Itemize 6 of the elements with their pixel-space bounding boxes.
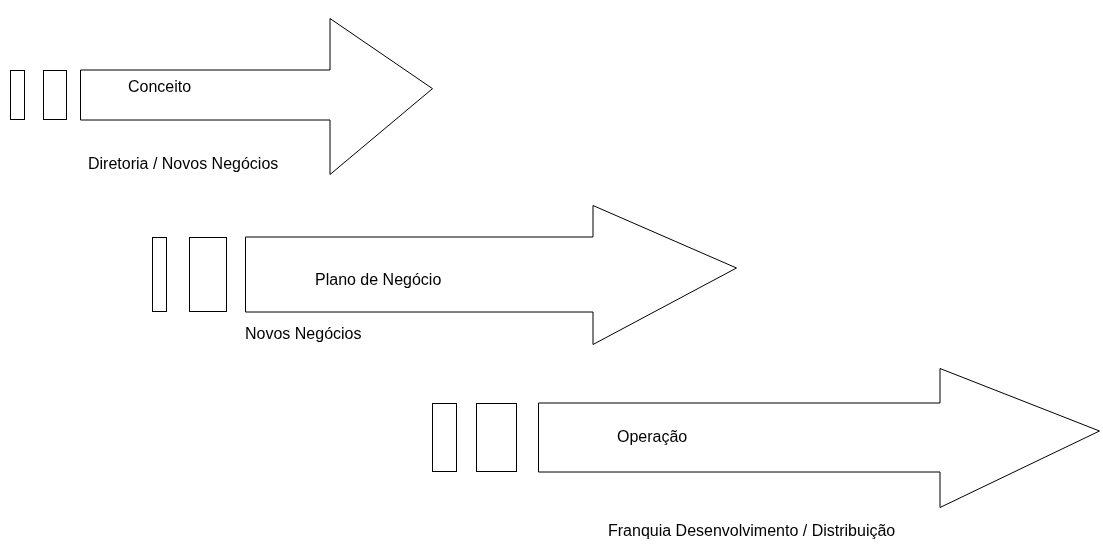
stage-caption: Novos Negócios — [245, 325, 362, 343]
stage-caption: Franquia Desenvolvimento / Distribuição — [608, 522, 896, 540]
stage-label: Conceito — [128, 78, 192, 96]
stage-caption: Diretoria / Novos Negócios — [88, 155, 279, 173]
stage-label: Plano de Negócio — [315, 271, 442, 289]
stage-label: Operação — [617, 428, 688, 446]
